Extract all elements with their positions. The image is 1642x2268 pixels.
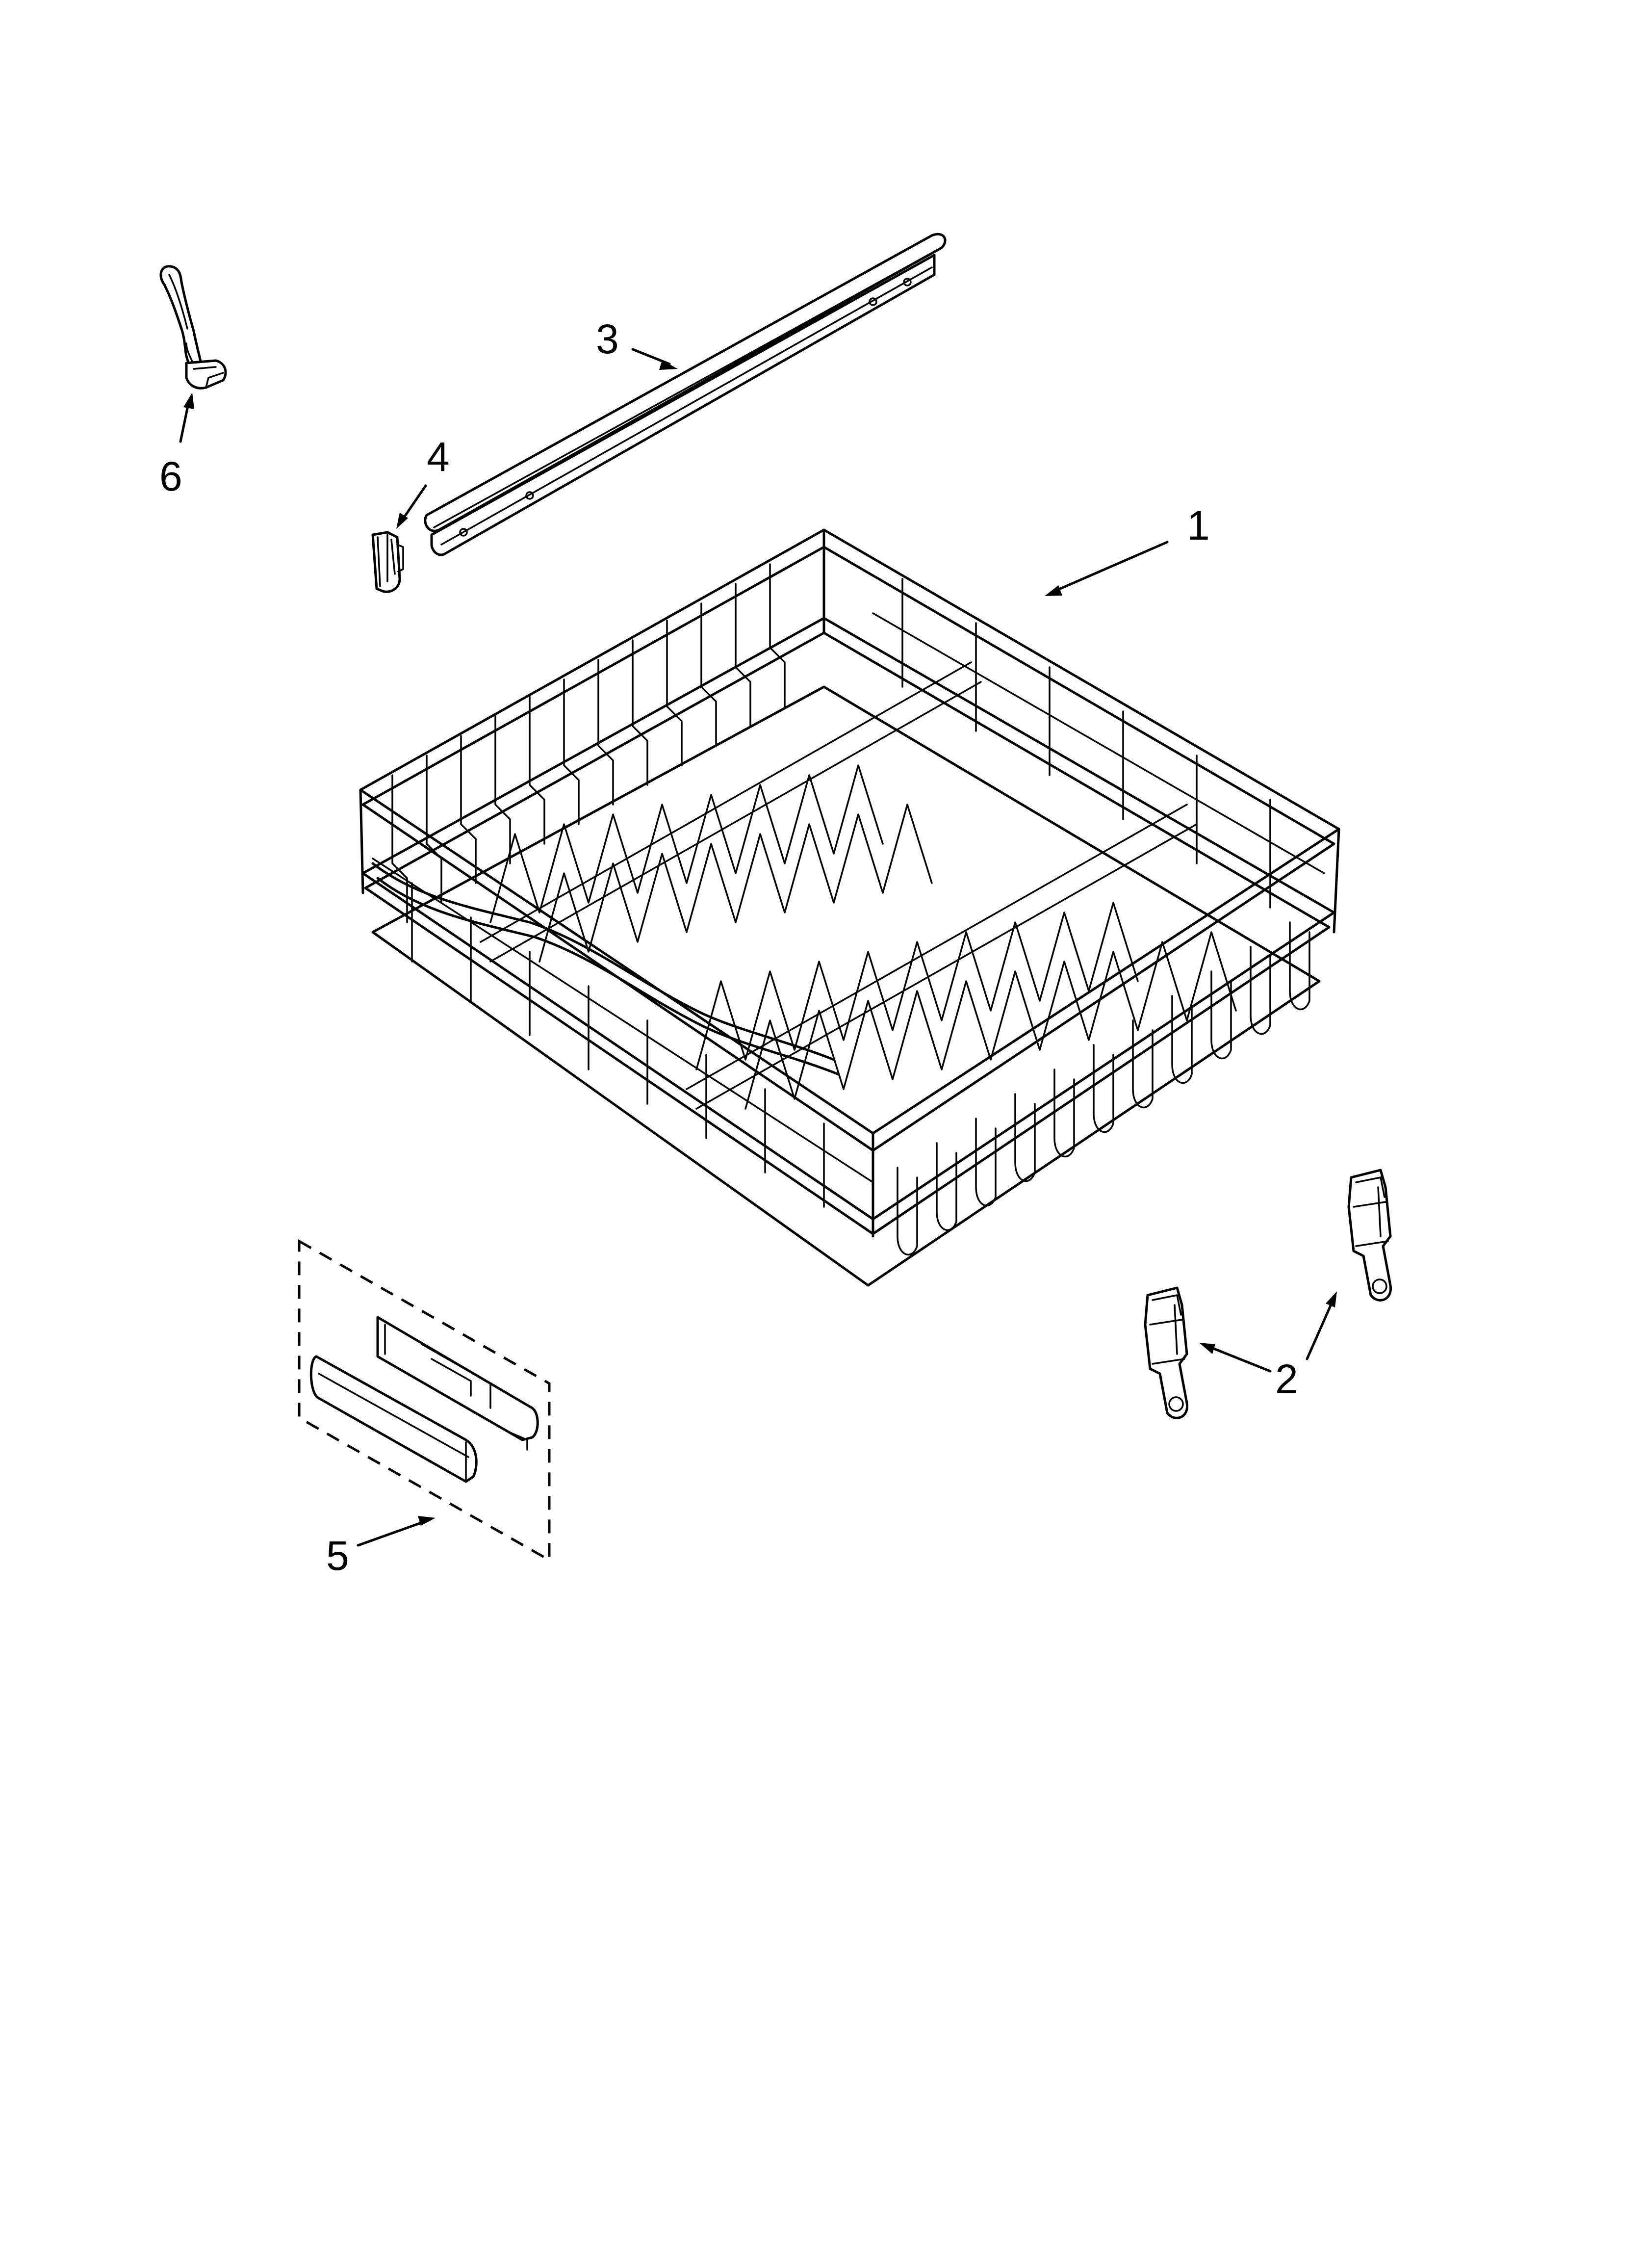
dashed-kit-boundary: [298, 1239, 551, 1563]
callout-6-label: 6: [159, 453, 182, 499]
part-4-end-cap: [371, 531, 404, 593]
part-6-clip-illustration: [159, 265, 227, 390]
callout-1: 1: [1045, 502, 1210, 596]
callout-6: 6: [159, 392, 194, 499]
callout-4-label: 4: [427, 434, 450, 480]
callout-2: 2: [1199, 1291, 1337, 1402]
part-2-adjuster-left: [1144, 1286, 1188, 1419]
callout-3-label: 3: [596, 316, 619, 362]
part-3-rack-rail: [424, 233, 947, 556]
callout-2-label: 2: [1275, 1356, 1298, 1402]
callout-1-label: 1: [1187, 502, 1210, 548]
callout-3: 3: [596, 316, 678, 370]
part-2-adjuster-right: [1347, 1169, 1392, 1302]
part-5-handle-kit: [298, 1239, 551, 1563]
part-1-dishrack: [359, 528, 1340, 1287]
callout-4: 4: [396, 434, 450, 529]
callout-5-label: 5: [326, 1533, 349, 1579]
callout-5: 5: [326, 1516, 436, 1579]
